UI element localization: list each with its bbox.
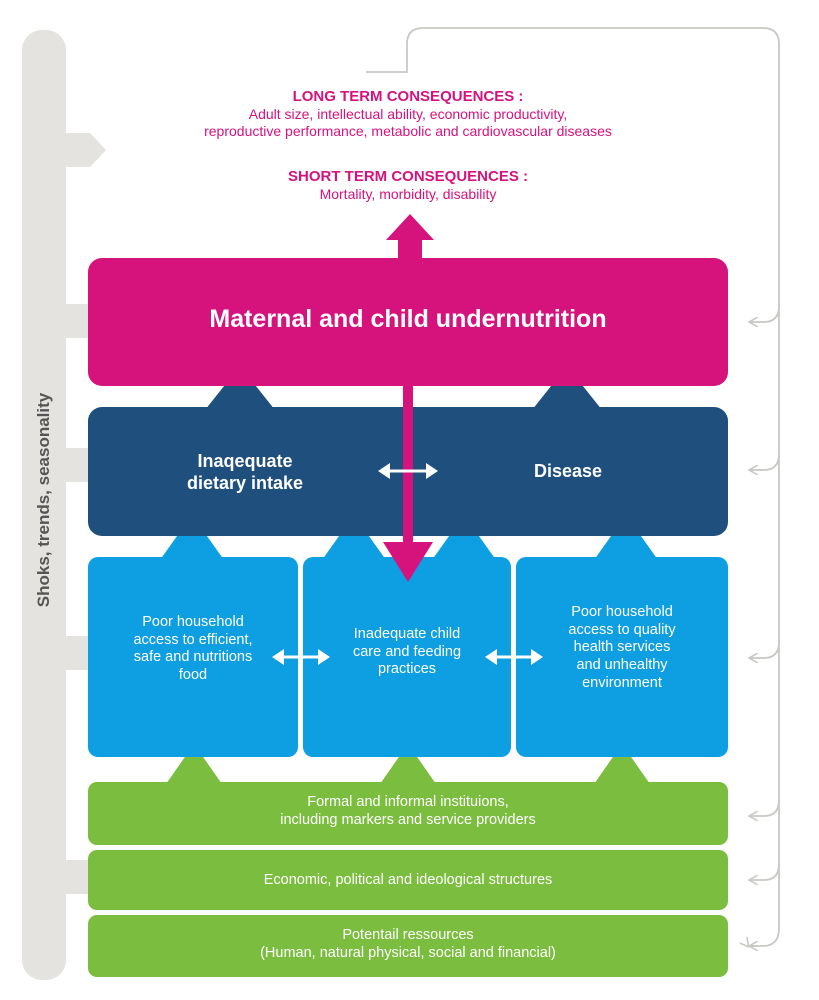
food-access-line-2: access to efficient, — [133, 631, 253, 648]
institutions-text: Formal and informal instituions, includi… — [88, 794, 728, 829]
double-arrow-care-health — [485, 649, 543, 665]
undernutrition-group — [88, 214, 728, 582]
magenta-down-arrow — [383, 542, 433, 582]
long-term-line-1: Adult size, intellectual ability, econom… — [248, 106, 568, 123]
double-arrow-intake-disease — [378, 463, 438, 479]
structures-text: Economic, political and ideological stru… — [263, 872, 553, 888]
child-care-line-1: Inadequate child — [353, 626, 461, 642]
institutions-line-2: including markers and service providers — [280, 811, 536, 828]
green-arrow-middle — [380, 744, 436, 784]
structures-box — [88, 850, 728, 910]
feedback-arrow-institutions — [750, 799, 780, 816]
dietary-intake-line-2: dietary intake — [186, 472, 304, 493]
resources-text: Potentail ressources (Human, natural phy… — [88, 927, 728, 962]
health-services-line-3: health services — [573, 639, 671, 656]
feedback-arrow-structures — [750, 863, 780, 880]
feedback-arrow-underlying — [750, 641, 780, 658]
food-access-line-3: safe and nutritions — [133, 649, 253, 666]
feedback-arrow-immediate — [750, 453, 780, 470]
magenta-down-shaft — [403, 384, 413, 542]
short-term-heading: SHORT TERM CONSEQUENCES : — [287, 168, 528, 185]
food-access-box — [88, 557, 298, 757]
feedback-bracket — [366, 27, 780, 947]
navy-arrow-right — [532, 366, 602, 410]
food-access-text: Poor household access to efficient, safe… — [98, 614, 288, 685]
long-term-consequences: LONG TERM CONSEQUENCES : Adult size, int… — [150, 88, 666, 140]
side-label: Shoks, trends, seasonality — [34, 392, 53, 608]
blue-arrow-2 — [322, 515, 386, 560]
health-services-line-1: Poor household — [571, 604, 673, 620]
resources-line-2: (Human, natural physical, social and fin… — [260, 944, 556, 961]
resources-box — [88, 915, 728, 977]
health-services-box — [516, 557, 728, 757]
short-term-consequences: SHORT TERM CONSEQUENCES : Mortality, mor… — [150, 168, 666, 203]
feedback-arrow-undernutrition — [750, 305, 780, 322]
health-services-line-5: environment — [582, 674, 662, 691]
long-term-line-2: reproductive performance, metabolic and … — [204, 123, 612, 140]
child-care-line-2: care and feeding — [352, 643, 462, 660]
institutions-line-1: Formal and informal instituions, — [307, 794, 509, 810]
shocks-arrow-long-term — [66, 133, 106, 167]
child-care-line-3: practices — [377, 661, 437, 678]
food-access-line-4: food — [178, 667, 208, 684]
double-arrow-food-care — [272, 649, 330, 665]
disease-label: Disease — [533, 461, 603, 481]
basic-causes — [88, 744, 728, 977]
health-services-text: Poor household access to quality health … — [526, 604, 718, 692]
green-arrow-right — [594, 744, 650, 784]
green-arrow-left — [166, 744, 222, 784]
blue-arrow-4 — [594, 515, 658, 560]
long-term-heading: LONG TERM CONSEQUENCES : — [292, 88, 524, 105]
child-care-box — [303, 557, 511, 757]
undernutrition-title: Maternal and child undernutrition — [209, 305, 607, 333]
health-services-line-2: access to quality — [568, 621, 676, 638]
institutions-box — [88, 782, 728, 845]
undernutrition-box — [88, 258, 728, 386]
short-term-line-1: Mortality, morbidity, disability — [319, 186, 497, 203]
health-services-line-4: and unhealthy — [576, 657, 668, 674]
blue-arrow-1 — [160, 515, 224, 560]
shocks-trends-bar — [22, 30, 106, 980]
navy-arrow-left — [205, 366, 275, 410]
blue-arrow-3 — [432, 515, 496, 560]
dietary-intake-label: Inaqequate dietary intake — [130, 451, 360, 495]
magenta-up-arrow — [386, 214, 434, 262]
food-access-line-1: Poor household — [142, 614, 244, 630]
underlying-causes — [88, 515, 728, 757]
child-care-text: Inadequate child care and feeding practi… — [313, 626, 501, 679]
dietary-intake-line-1: Inaqequate — [197, 451, 293, 471]
double-arrows — [272, 463, 543, 665]
resources-line-1: Potentail ressources — [342, 927, 474, 943]
